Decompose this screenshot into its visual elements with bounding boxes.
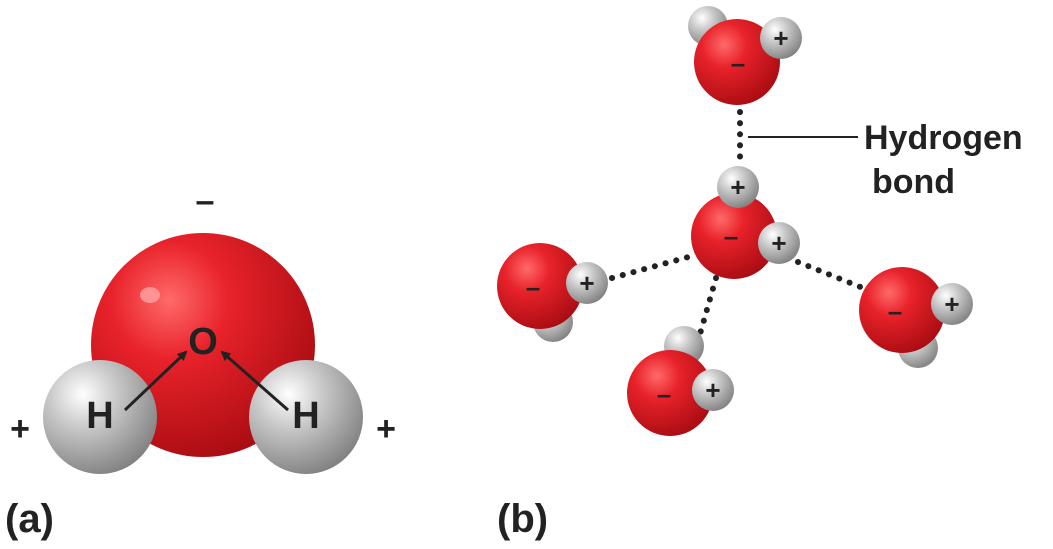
negative-sign: – bbox=[657, 379, 671, 409]
positive-sign: + bbox=[579, 268, 594, 298]
water-molecule-bottom: – + bbox=[627, 326, 734, 436]
hydrogen-atom bbox=[717, 166, 759, 208]
oxygen-atom bbox=[694, 19, 780, 105]
water-molecule-top: – + bbox=[688, 6, 802, 105]
positive-sign: + bbox=[944, 289, 959, 319]
callout-hydrogen: Hydrogen bbox=[864, 119, 1023, 157]
arrow-right-to-oxygen bbox=[220, 350, 289, 412]
hydrogen-atom-left bbox=[43, 360, 157, 474]
oxygen-atom bbox=[497, 243, 583, 329]
hydrogen-bond-right bbox=[795, 259, 871, 293]
panel-a: O H H – + + (a) bbox=[5, 182, 396, 541]
positive-sign: + bbox=[705, 375, 720, 405]
oxygen-atom bbox=[627, 350, 713, 436]
water-molecule-right: – + bbox=[859, 267, 973, 368]
hydrogen-atom bbox=[692, 369, 734, 411]
hydrogen-right-label: H bbox=[292, 395, 319, 437]
hydrogen-atom bbox=[760, 17, 802, 59]
charge-positive-right: + bbox=[376, 410, 396, 448]
hydrogen-atom bbox=[566, 262, 608, 304]
hydrogen-left-label: H bbox=[86, 395, 113, 437]
negative-sign: – bbox=[888, 296, 902, 326]
panel-a-label: (a) bbox=[5, 497, 54, 541]
arrow-left-to-oxygen bbox=[123, 350, 188, 412]
charge-positive-left: + bbox=[10, 410, 30, 448]
hydrogen-bond-bottom bbox=[697, 275, 719, 337]
oxygen-atom bbox=[859, 267, 945, 353]
hydrogen-atom-right bbox=[249, 360, 363, 474]
oxygen-highlight bbox=[140, 287, 160, 303]
hydrogen-atom bbox=[931, 283, 973, 325]
hydrogen-bond-left bbox=[609, 253, 695, 281]
water-molecule-center: + – + bbox=[691, 166, 800, 279]
panel-b-label: (b) bbox=[497, 497, 548, 541]
panel-b: Hydrogen bond – + + – + – + bbox=[497, 6, 1023, 541]
water-molecule-left: – + bbox=[497, 243, 608, 342]
negative-sign: – bbox=[724, 221, 738, 251]
oxygen-atom bbox=[691, 193, 777, 279]
callout-bond: bond bbox=[872, 163, 955, 201]
positive-sign: + bbox=[771, 228, 786, 258]
positive-sign: + bbox=[730, 172, 745, 202]
oxygen-label: O bbox=[188, 321, 218, 363]
hydrogen-atom bbox=[758, 222, 800, 264]
negative-sign: – bbox=[526, 272, 540, 302]
positive-sign: + bbox=[773, 23, 788, 53]
charge-negative-top: – bbox=[196, 182, 215, 220]
negative-sign: – bbox=[731, 48, 745, 78]
